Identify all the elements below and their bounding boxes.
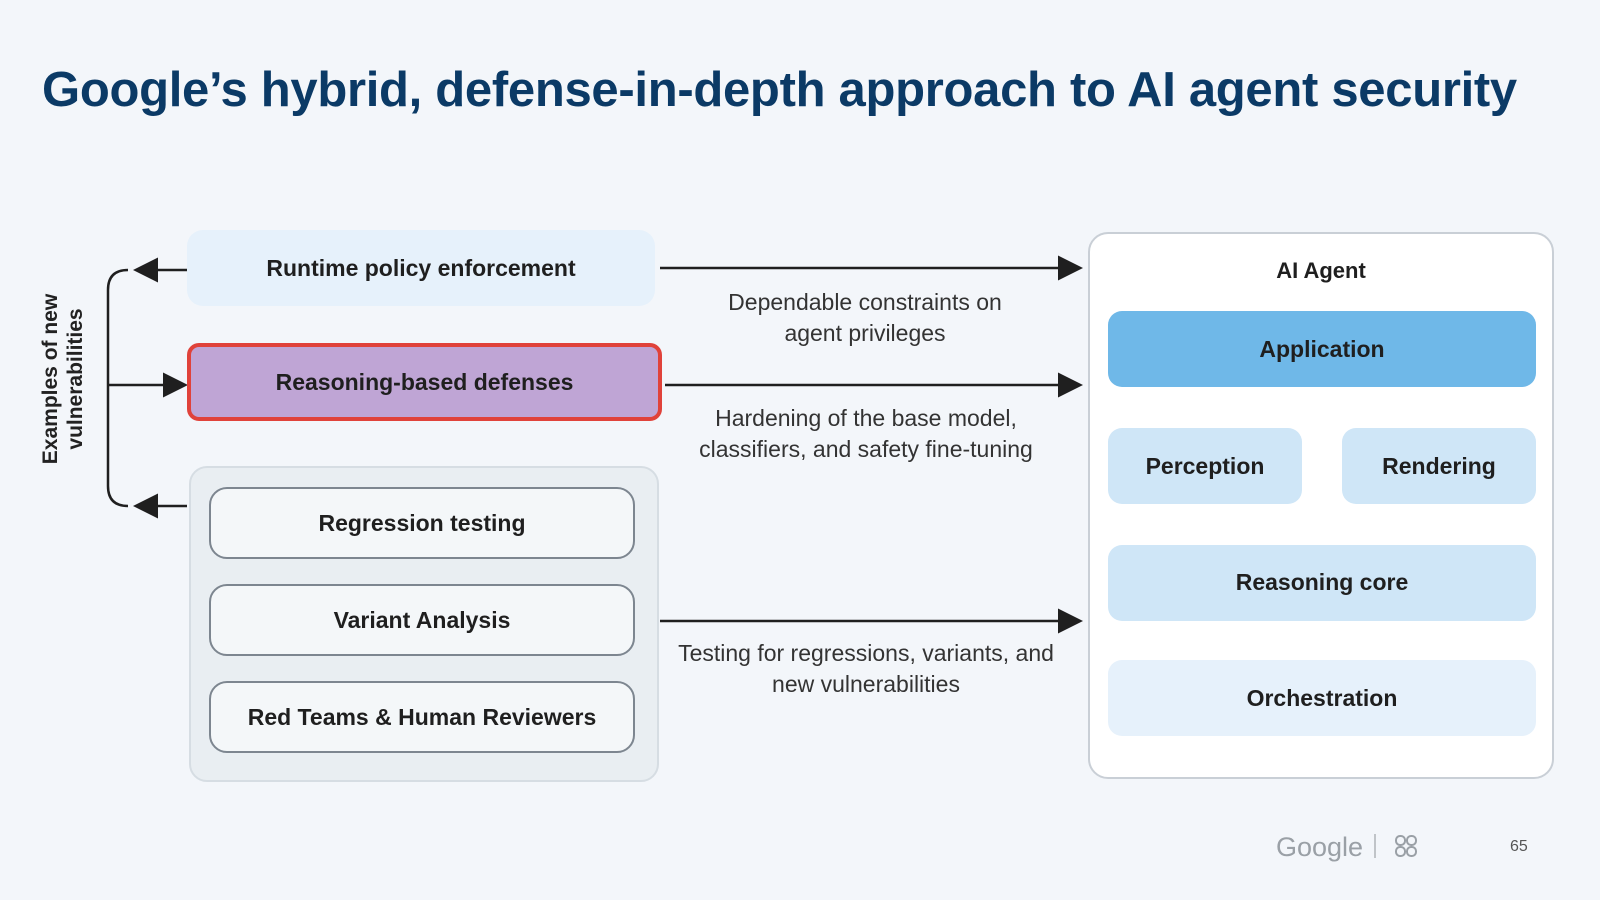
orchestration-box: Orchestration: [1108, 660, 1536, 736]
reasoning-core-box: Reasoning core: [1108, 545, 1536, 621]
variant-analysis-box: Variant Analysis: [209, 584, 635, 656]
google-logo: Google: [1276, 832, 1364, 862]
footer-divider: [1374, 834, 1376, 858]
ai-agent-title: AI Agent: [1276, 258, 1366, 283]
application-box: Application: [1108, 311, 1536, 387]
reasoning-defenses-box: Reasoning-based defenses: [187, 343, 662, 421]
reasoning-connector-text: Hardening of the base model, classifiers…: [699, 405, 1033, 462]
page-title: Google’s hybrid, defense-in-depth approa…: [42, 63, 1517, 117]
page-number: 65: [1510, 838, 1528, 855]
side-bracket: [106, 268, 129, 508]
rendering-box: Rendering: [1342, 428, 1536, 504]
runtime-policy-box: Runtime policy enforcement: [187, 230, 655, 306]
runtime-connector-text: Dependable constraints on agent privileg…: [728, 289, 1002, 346]
gemini-logo-icon: [1395, 835, 1417, 857]
perception-box: Perception: [1108, 428, 1302, 504]
regression-testing-box: Regression testing: [209, 487, 635, 559]
red-teams-box: Red Teams & Human Reviewers: [209, 681, 635, 753]
testing-connector-text: Testing for regressions, variants, and n…: [678, 640, 1054, 697]
side-label: Examples of new vulnerabilities: [39, 293, 87, 465]
